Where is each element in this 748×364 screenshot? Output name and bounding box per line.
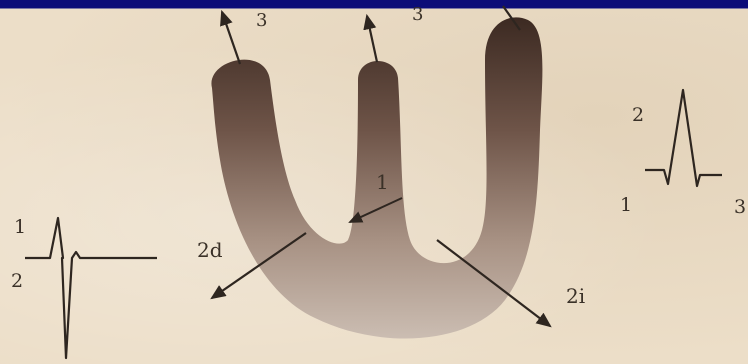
- ecg-trace-right: [645, 90, 722, 186]
- label-vector-2i: 2i: [566, 286, 585, 306]
- label-vector-3-middle: 3: [412, 6, 423, 24]
- label-vector-3-left: 3: [256, 12, 267, 30]
- ecg-trace-left: [25, 218, 157, 358]
- label-ecg-left-2: 2: [11, 272, 23, 291]
- label-ecg-right-3: 3: [734, 198, 746, 217]
- vector-3-left: [222, 12, 240, 64]
- label-ecg-right-1: 1: [620, 196, 632, 215]
- label-ecg-right-2: 2: [632, 106, 644, 125]
- vector-3-middle: [367, 16, 377, 62]
- label-vector-2d: 2d: [197, 240, 223, 260]
- label-vector-1-septal: 1: [376, 172, 389, 192]
- label-ecg-left-1: 1: [14, 218, 26, 237]
